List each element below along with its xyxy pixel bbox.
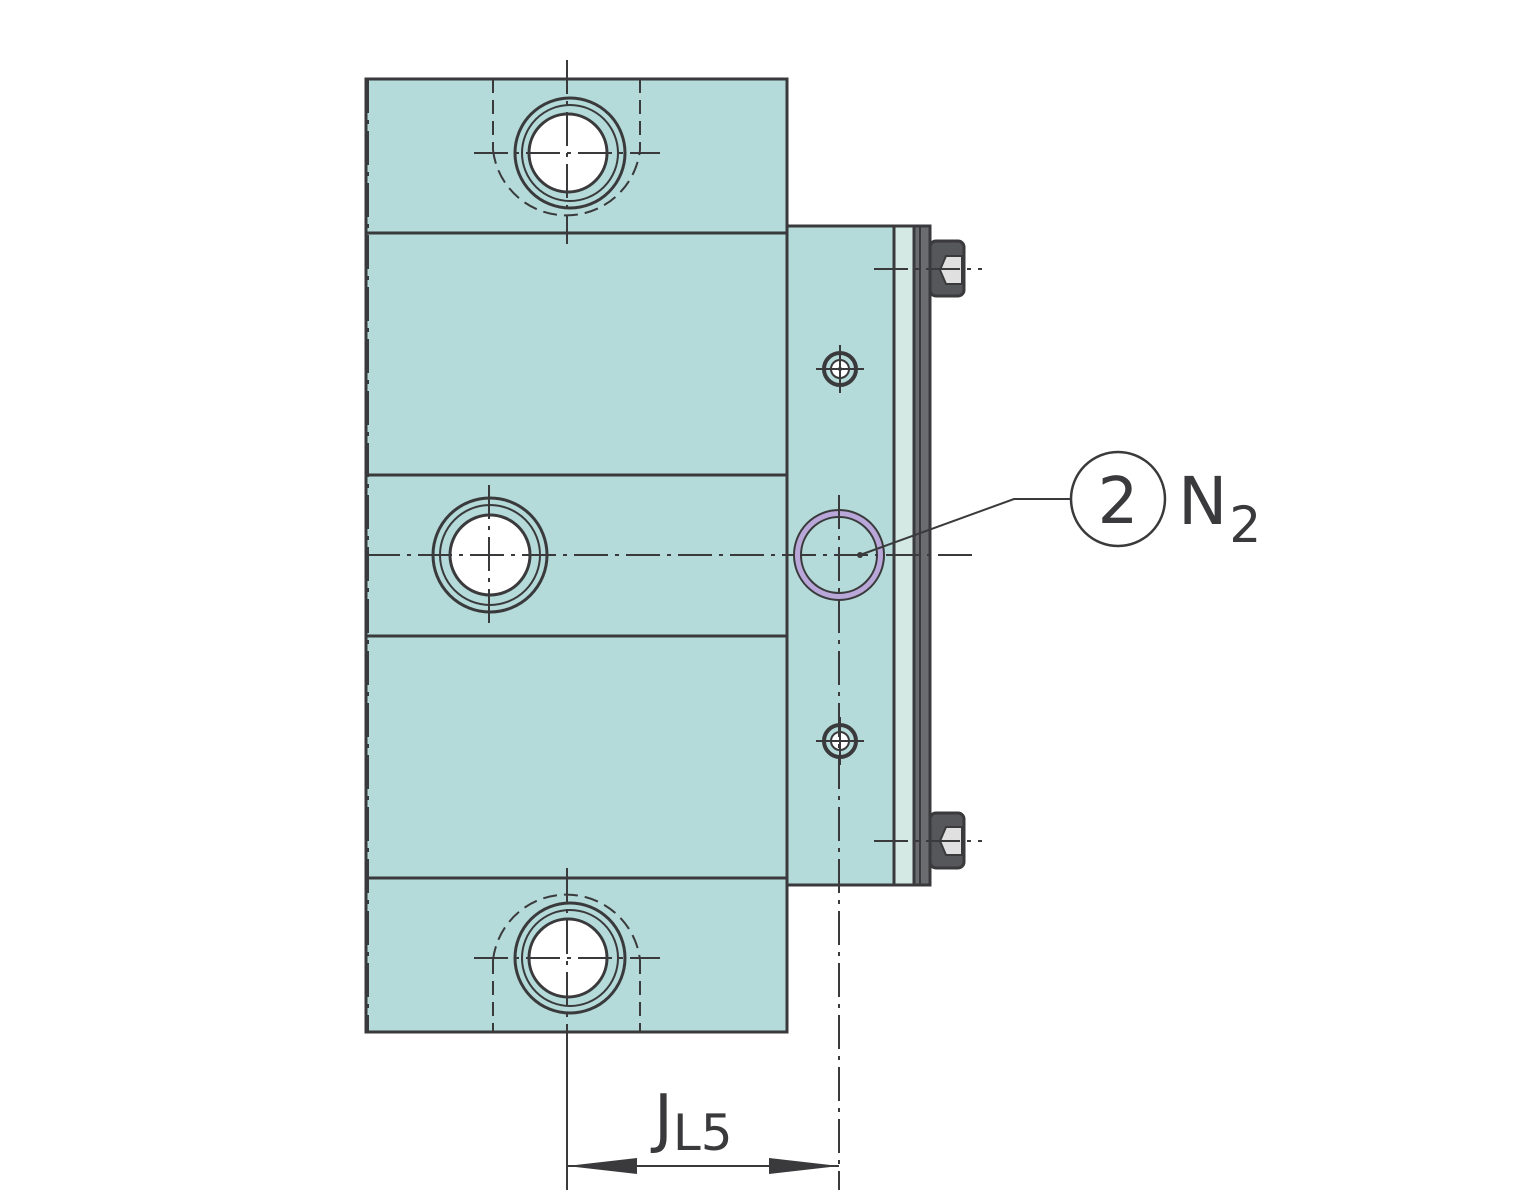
screw-top [874, 239, 982, 298]
dimension-symbol: J [650, 1082, 673, 1156]
dimension-subscript: L5 [673, 1104, 733, 1162]
mounting-hole-top [474, 60, 660, 244]
screw-bottom [874, 811, 982, 870]
callout-number: 2 [1098, 465, 1139, 539]
dimension-jl5: JL5 [566, 1032, 839, 1190]
callout-bubble: 2 [1069, 450, 1167, 548]
lube-point-top [816, 345, 864, 393]
callout-leader [857, 498, 1072, 558]
lube-connection-n2 [793, 495, 885, 1190]
callout-symbol-subscript: 2 [1229, 496, 1261, 554]
callout-symbol-main: N [1178, 463, 1227, 540]
mounting-hole-bottom [474, 868, 660, 1050]
callout-symbol: N2 [1178, 463, 1261, 554]
dimension-label: JL5 [650, 1082, 733, 1162]
